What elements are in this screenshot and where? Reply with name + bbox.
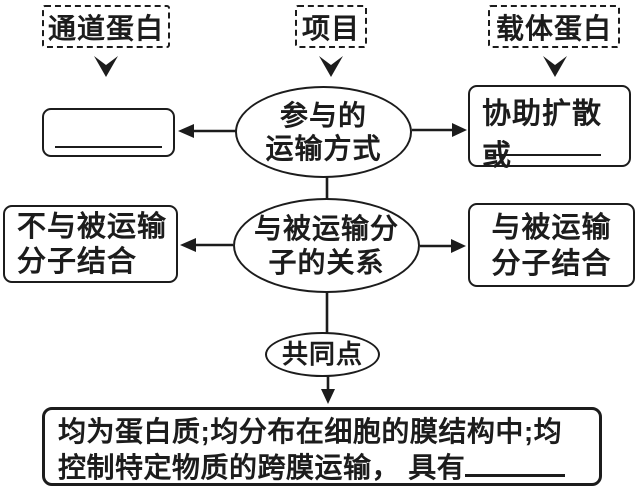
transport-mode-ellipse: 参与的 运输方式	[235, 86, 412, 178]
channel-relation-line1: 不与被运输	[17, 211, 168, 243]
common-point-ellipse: 共同点	[265, 332, 380, 377]
carrier-relation-line2: 分子结合	[491, 248, 612, 280]
carrier-transport-text: 协助扩散或	[482, 98, 603, 172]
carrier-relation-line1: 与被运输	[491, 212, 612, 244]
down-arrowhead-icon	[543, 56, 567, 77]
channel-protein-box: 通道蛋白	[42, 5, 170, 48]
item-label: 项目	[301, 12, 360, 44]
relation-ellipse: 与被运输分 子的关系	[233, 198, 420, 293]
carrier-relation-box: 与被运输 分子结合	[468, 203, 635, 287]
common-point-label: 共同点	[281, 339, 363, 370]
channel-relation-box: 不与被运输 分子结合	[3, 205, 178, 283]
summary-line2-text: 控制特定物质的跨膜运输， 具有	[58, 452, 466, 483]
right-arrowhead-icon	[451, 239, 466, 253]
summary-line1: 均为蛋白质;均分布在细胞的膜结构中;均	[58, 416, 563, 447]
carrier-protein-box: 载体蛋白	[488, 5, 620, 48]
down-arrowhead-icon	[321, 389, 335, 404]
left-arrowhead-icon	[178, 124, 194, 138]
answer-blank	[55, 146, 162, 148]
down-arrowhead-icon	[319, 56, 343, 77]
right-arrowhead-icon	[452, 123, 467, 137]
down-arrowhead-icon	[94, 56, 118, 77]
relation-label-line1: 与被运输分	[253, 213, 399, 245]
transport-mode-label-line2: 运输方式	[265, 133, 382, 164]
summary-box: 均为蛋白质;均分布在细胞的膜结构中;均 控制特定物质的跨膜运输， 具有	[42, 407, 602, 486]
answer-blank	[465, 450, 566, 477]
summary-line2: 控制特定物质的跨膜运输， 具有	[58, 450, 591, 486]
answer-blank	[488, 154, 601, 156]
relation-label-line2: 子的关系	[268, 246, 385, 278]
item-box: 项目	[295, 5, 367, 48]
left-arrowhead-icon	[180, 238, 196, 252]
channel-relation-line2: 分子结合	[17, 246, 138, 278]
channel-transport-answer-box	[42, 108, 175, 157]
channel-protein-label: 通道蛋白	[47, 12, 164, 44]
transport-mode-label-line1: 参与的	[279, 99, 367, 131]
carrier-protein-label: 载体蛋白	[495, 12, 612, 44]
carrier-transport-box: 协助扩散或	[468, 85, 631, 172]
